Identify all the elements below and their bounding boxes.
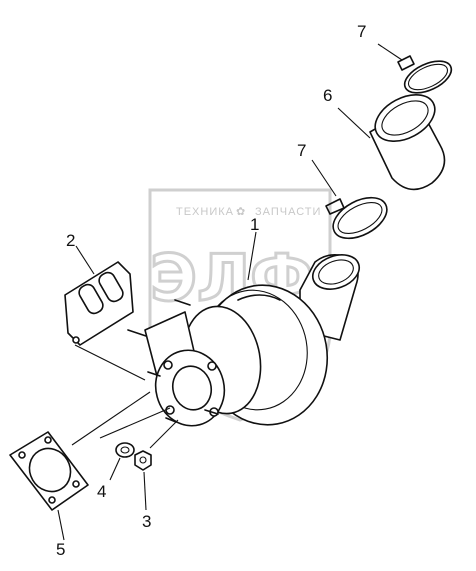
- washer: [115, 442, 135, 458]
- callout-7-top: 7: [357, 22, 366, 41]
- gasket-turbo-inlet: [64, 261, 134, 346]
- assembly-lines: [71, 344, 179, 449]
- callout-6: 6: [323, 86, 332, 105]
- callout-4: 4: [97, 482, 106, 501]
- watermark-star-icon: ✿: [236, 206, 246, 218]
- watermark-text-right: ЗАПЧАСТИ: [255, 206, 321, 218]
- gasket-exhaust: [9, 431, 89, 511]
- callout-7-lower: 7: [297, 141, 306, 160]
- leader-lines: [57, 43, 403, 541]
- nut: [134, 450, 152, 471]
- callout-2: 2: [66, 231, 75, 250]
- watermark-text-left: ТЕХНИКА: [176, 206, 234, 218]
- hose-sleeve: [369, 94, 446, 191]
- callout-3: 3: [142, 512, 151, 531]
- turbocharger: [127, 254, 361, 427]
- callout-5: 5: [56, 540, 65, 559]
- callouts: 7 6 7 1 2 4 3 5: [56, 22, 366, 559]
- clamp-lower: [325, 196, 388, 240]
- callout-1: 1: [250, 215, 259, 234]
- clamp-top: [397, 55, 453, 94]
